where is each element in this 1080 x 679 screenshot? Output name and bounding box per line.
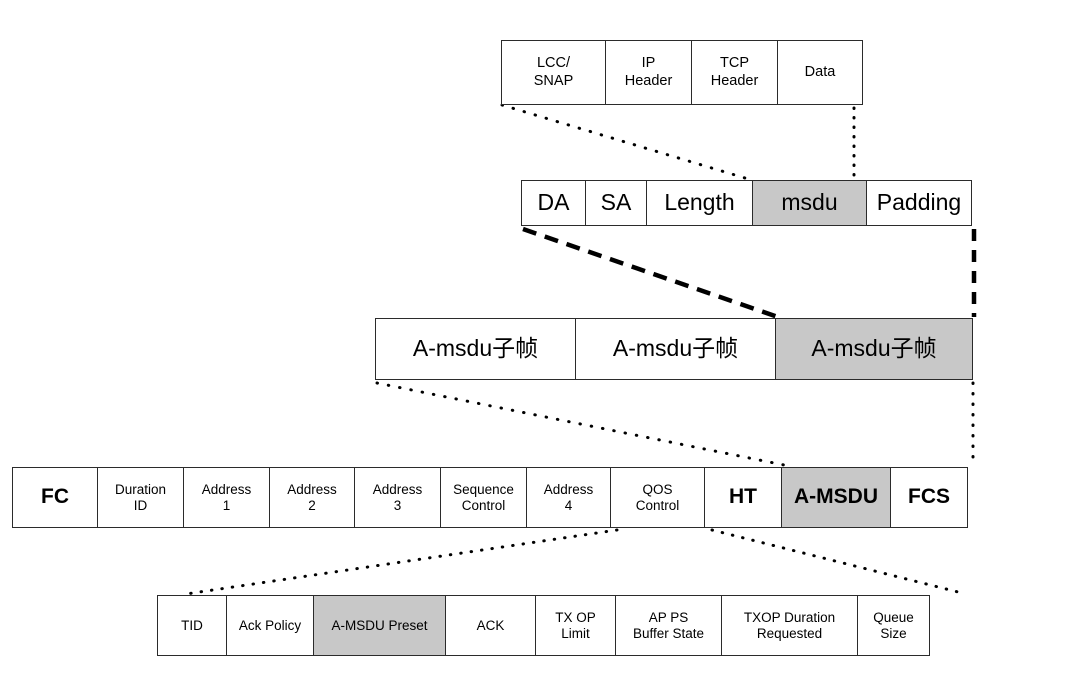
mac-field-cell: FCS [890,467,968,528]
qos-field-cell: ACK [445,595,536,656]
mac-field-cell: Duration ID [97,467,184,528]
llc-cell: Data [777,40,863,105]
msdu-cell: DA [521,180,586,226]
mac-field-cell: Address 4 [526,467,611,528]
mac-field-cell: Address 2 [269,467,355,528]
connector-subframe-left-to-mac [375,381,791,468]
llc-cell: LCC/ SNAP [501,40,606,105]
connector-mac-qos-left-to-detail [184,528,619,596]
mac-field-cell: Address 1 [183,467,270,528]
qos-field-cell: A-MSDU Preset [313,595,446,656]
msdu-cell: Length [646,180,753,226]
connector-mac-qos-right-to-detail [710,528,968,596]
mac-field-cell: FC [12,467,98,528]
qos-field-cell: TXOP Duration Requested [721,595,858,656]
mac-field-cell: A-MSDU [781,467,891,528]
connector-llc-left-to-msdu [500,103,747,180]
amsdu-subframe-cell: A-msdu子帧 [575,318,776,380]
msdu-cell: SA [585,180,647,226]
amsdu-subframe-cell: A-msdu子帧 [775,318,973,380]
llc-cell: TCP Header [691,40,778,105]
qos-field-cell: TID [157,595,227,656]
llc-cell: IP Header [605,40,692,105]
qos-field-cell: AP PS Buffer State [615,595,722,656]
mac-field-cell: HT [704,467,782,528]
qos-field-cell: Queue Size [857,595,930,656]
msdu-cell: Padding [866,180,972,226]
connector-msdu-left-to-subframe [522,226,779,320]
mac-field-cell: QOS Control [610,467,705,528]
qos-field-cell: Ack Policy [226,595,314,656]
qos-field-cell: TX OP Limit [535,595,616,656]
mac-field-cell: Sequence Control [440,467,527,528]
msdu-cell: msdu [752,180,867,226]
mac-field-cell: Address 3 [354,467,441,528]
amsdu-subframe-cell: A-msdu子帧 [375,318,576,380]
